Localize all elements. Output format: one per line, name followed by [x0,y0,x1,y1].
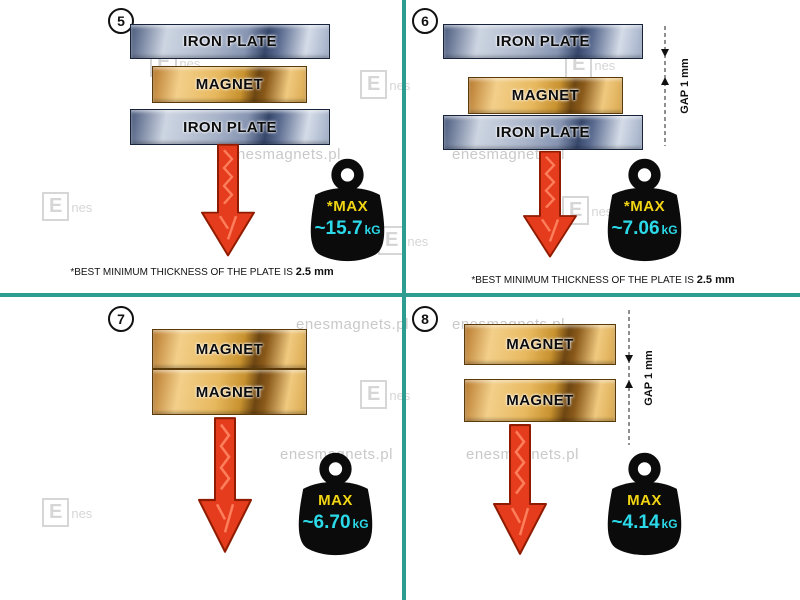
max-value: ~7.06 [611,218,660,239]
footnote-text: *BEST MINIMUM THICKNESS OF THE PLATE IS [471,275,697,286]
max-value: ~4.14 [611,512,660,533]
pull-arrow-icon [490,423,550,558]
gap-label: GAP 1 mm [679,58,691,114]
enes-logo-e: E [360,70,388,99]
iron-plate-label: IRON PLATE [183,33,277,50]
pull-arrow-icon [520,150,580,260]
iron-plate-label: IRON PLATE [496,124,590,141]
magnet-label: MAGNET [195,76,264,93]
max-value: ~15.7 [314,218,363,239]
enes-logo-nes: nes [389,388,411,403]
panel-5-number: 5 [108,8,134,34]
pull-arrow-icon [198,143,258,259]
vertical-divider [402,0,406,600]
magnet-block-top: MAGNET [152,329,307,369]
enes-logo-e: E [360,380,388,409]
footnote-bold: 2.5 mm [295,266,334,278]
max-unit: kG [661,223,678,237]
magnet-label: MAGNET [511,87,580,104]
watermark-text: enesmagnets.pl [296,316,409,333]
horizontal-divider [0,293,800,297]
max-unit: kG [661,517,678,531]
iron-plate-label: IRON PLATE [496,33,590,50]
max-label: *MAX [623,198,666,215]
magnet-block-bottom: MAGNET [464,379,616,422]
watermark-text: enesmagnets.pl [228,146,341,163]
max-label: MAX [627,492,662,509]
magnet-block-top: MAGNET [464,324,616,365]
gap-annotation: GAP 1 mm [616,310,662,445]
iron-plate-label: IRON PLATE [183,118,277,136]
magnet-label: MAGNET [195,383,264,401]
gap-label: GAP 1 mm [643,349,655,406]
magnet-block: MAGNET [468,77,623,114]
footnote: *BEST MINIMUM THICKNESS OF THE PLATE IS … [406,274,800,286]
iron-plate-bottom: IRON PLATE [443,115,643,150]
panel-6-number: 6 [412,8,438,34]
magnet-block-bottom: MAGNET [152,369,307,415]
watermark-text: enesmagnets.pl [452,146,565,163]
enes-logo-nes: nes [71,506,93,521]
panel-7-number: 7 [108,306,134,332]
max-value: ~6.70 [302,512,351,533]
enes-logo-nes: nes [389,78,411,93]
magnet-label: MAGNET [506,336,574,353]
enes-logo-nes: nes [407,234,429,249]
max-unit: kG [364,223,381,237]
footnote-bold: 2.5 mm [696,274,735,286]
enes-logo-nes: nes [594,58,616,73]
enes-logo-e: E [42,192,70,221]
iron-plate-top: IRON PLATE [130,24,330,59]
magnet-block: MAGNET [152,66,307,103]
footnote-text: *BEST MINIMUM THICKNESS OF THE PLATE IS [70,267,296,278]
pull-arrow-icon [195,416,255,556]
max-label: MAX [318,492,353,509]
max-unit: kG [352,517,369,531]
gap-annotation: GAP 1 mm [652,26,698,146]
enes-logo-nes: nes [71,200,93,215]
panel-8-number: 8 [412,306,438,332]
enes-logo-nes: nes [591,204,613,219]
magnet-label: MAGNET [506,392,574,409]
enes-logo-e: E [42,498,70,527]
iron-plate-bottom: IRON PLATE [130,109,330,145]
max-label: *MAX [326,198,369,215]
magnet-label: MAGNET [195,340,264,358]
footnote: *BEST MINIMUM THICKNESS OF THE PLATE IS … [0,266,404,278]
iron-plate-top: IRON PLATE [443,24,643,59]
